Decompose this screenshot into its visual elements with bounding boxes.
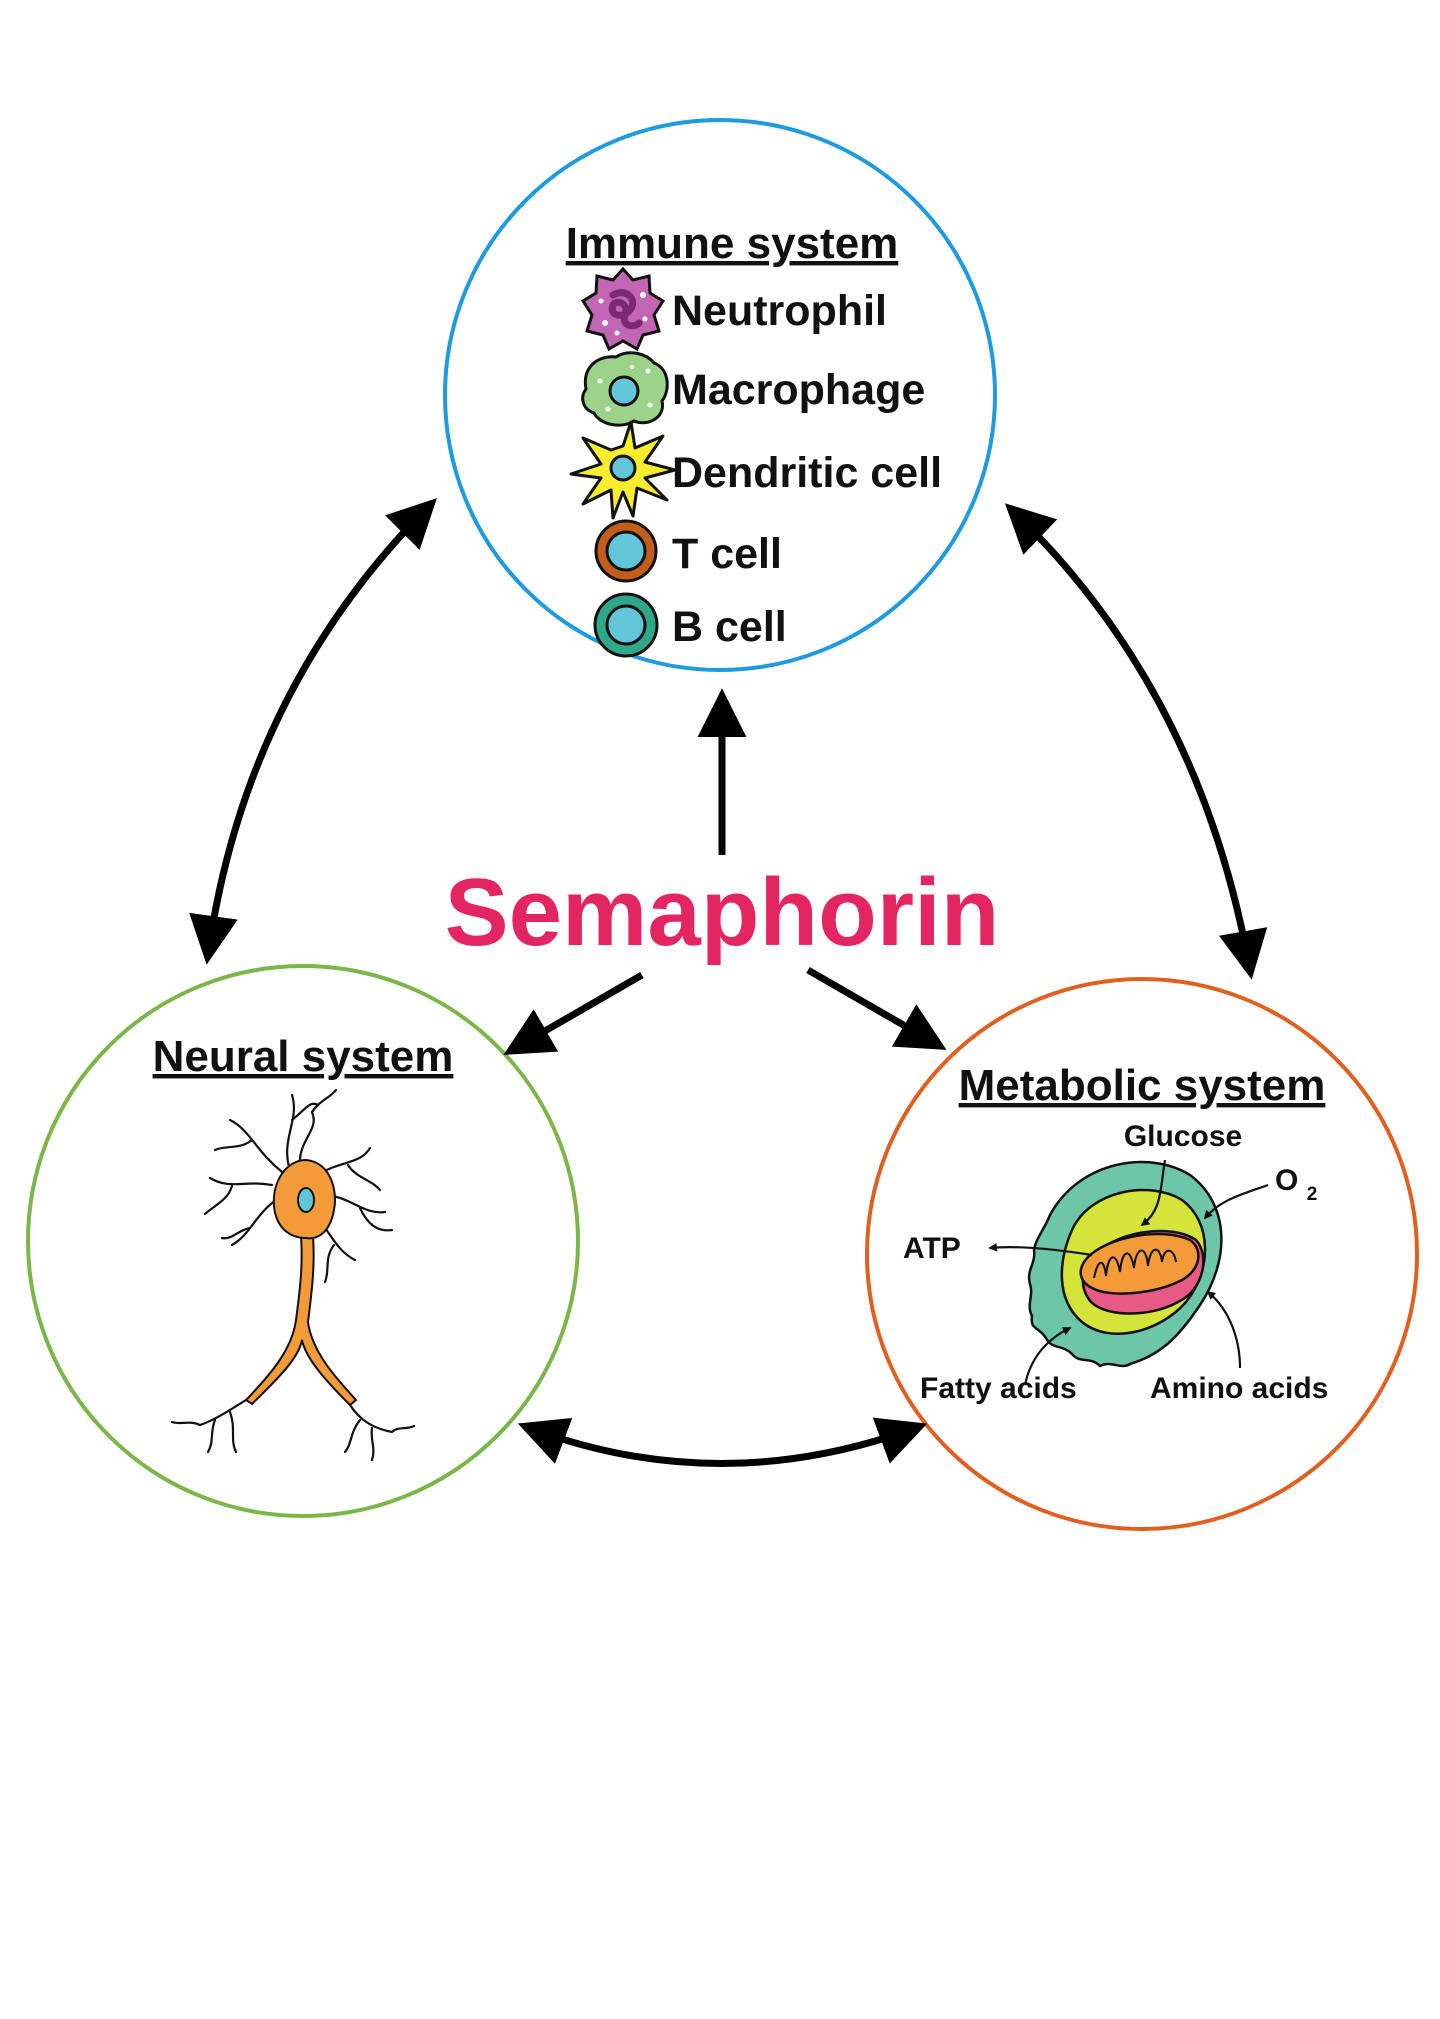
t-cell-label: T cell [672, 530, 782, 578]
macrophage-icon [581, 351, 669, 427]
dendritic-cell-label: Dendritic cell [672, 449, 942, 497]
immune-system-circle [443, 118, 997, 672]
glucose-label: Glucose [1124, 1120, 1242, 1153]
center-label: Semaphorin [445, 859, 1000, 966]
t-cell-icon [594, 519, 658, 583]
oxygen-subscript: 2 [1307, 1184, 1318, 1205]
metabolic-system-title: Metabolic system [959, 1061, 1326, 1110]
glucose-arrow [1140, 1159, 1167, 1227]
b-cell-label: B cell [672, 603, 787, 651]
b-cell-icon [593, 592, 659, 658]
amino-acids-label: Amino acids [1150, 1372, 1328, 1405]
dendritic-cell-icon [569, 420, 677, 520]
oxygen-label: O 2 [1275, 1164, 1317, 1205]
neural-metabolic-arrow [517, 1417, 928, 1467]
immune-neural-arrow [189, 498, 437, 965]
atp-arrow [988, 1242, 1093, 1257]
neutrophil-icon [580, 266, 666, 352]
fatty-acids-label: Fatty acids [920, 1372, 1077, 1405]
neural-system-circle [26, 964, 580, 1518]
semaphorin-to-neural-arrow [503, 971, 644, 1055]
neutrophil-label: Neutrophil [672, 287, 887, 335]
oxygen-arrow [1203, 1183, 1269, 1220]
immune-metabolic-arrow [1004, 503, 1268, 980]
atp-label: ATP [903, 1232, 961, 1265]
neuron-body [244, 1158, 358, 1407]
immune-system-title: Immune system [566, 219, 899, 268]
semaphorin-to-metabolic-arrow [806, 966, 947, 1050]
amino-acids-arrow [1206, 1290, 1242, 1369]
neuron-icon [170, 1088, 416, 1462]
cell-mitochondrion-icon [1027, 1160, 1223, 1368]
oxygen-symbol: O [1275, 1164, 1298, 1197]
macrophage-label: Macrophage [672, 366, 925, 414]
neural-system-title: Neural system [153, 1032, 454, 1081]
fatty-acids-arrow [1023, 1327, 1072, 1386]
